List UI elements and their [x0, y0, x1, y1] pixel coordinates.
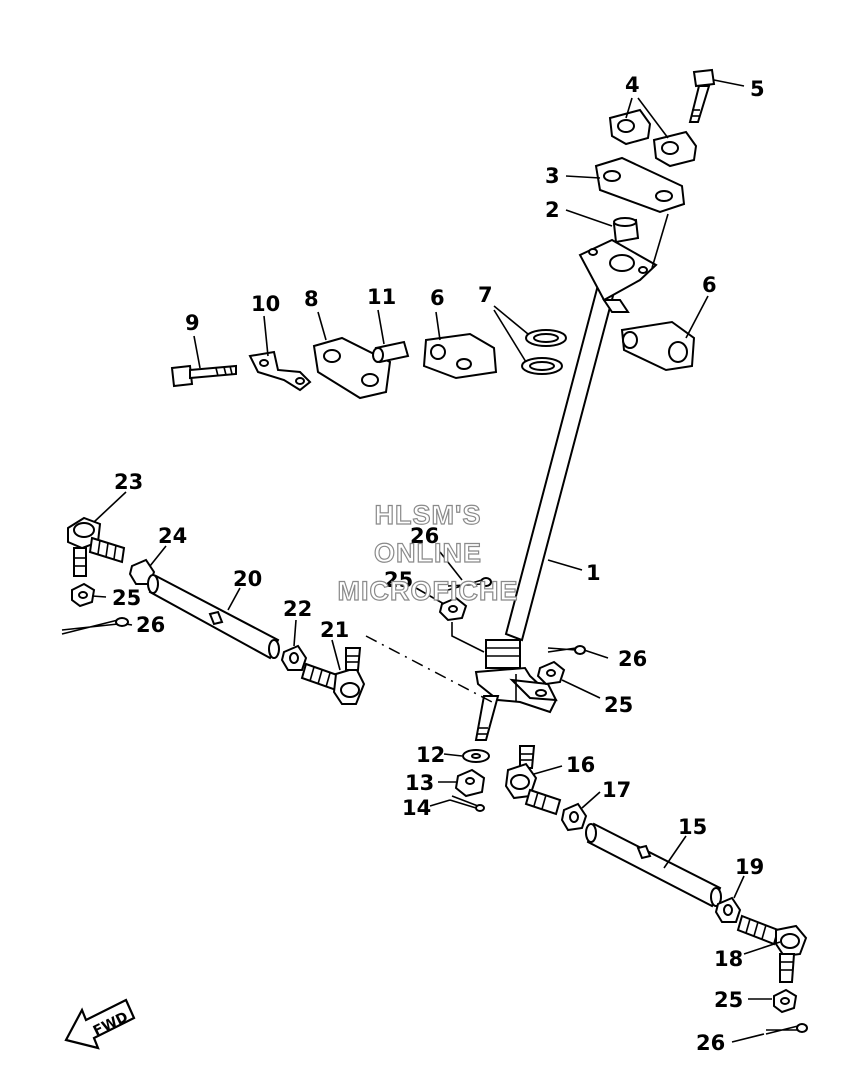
cotter-pin-14 [449, 795, 485, 812]
callout-labels: 1 2 3 4 5 6 6 7 8 9 10 11 12 13 14 15 16… [112, 73, 765, 1055]
callout-15: 15 [678, 815, 707, 839]
callout-11: 11 [367, 285, 396, 309]
washer-12 [462, 749, 490, 763]
callout-26-center: 26 [410, 524, 439, 548]
bushing-6-right [620, 320, 696, 372]
callout-16: 16 [566, 753, 595, 777]
watermark-line-2: ONLINE [374, 538, 482, 568]
damper-2 [612, 217, 640, 244]
callout-5: 5 [750, 77, 765, 101]
nut-25-right [536, 660, 566, 686]
callout-21: 21 [320, 618, 349, 642]
nut-25-center [438, 596, 468, 622]
callout-17: 17 [602, 778, 631, 802]
callout-4: 4 [625, 73, 640, 97]
callout-26-right: 26 [618, 647, 647, 671]
holder-lower-8 [312, 336, 392, 400]
centerline [365, 635, 493, 703]
steering-shaft [474, 238, 658, 741]
nut-25-bottom [773, 988, 798, 1014]
callout-10: 10 [251, 292, 280, 316]
callout-18: 18 [714, 947, 743, 971]
watermark-line-3: MICROFICHE [338, 576, 519, 606]
cotter-pin-26-center [447, 577, 492, 591]
fwd-arrow-icon: FWD [64, 998, 136, 1050]
callout-26-left: 26 [136, 613, 165, 637]
tie-rod-20 [147, 574, 280, 660]
callout-6-right: 6 [702, 273, 717, 297]
nut-22 [280, 644, 308, 671]
callout-12: 12 [416, 743, 445, 767]
callout-24: 24 [158, 524, 187, 548]
leader-25-shaft [451, 622, 485, 653]
callout-25-bottom: 25 [714, 988, 743, 1012]
collar-11 [372, 340, 410, 364]
callout-6-left: 6 [430, 286, 445, 310]
callout-26-bottom: 26 [696, 1031, 725, 1055]
tie-rod-end-21 [300, 647, 366, 705]
watermark-line-1: HLSM'S [375, 500, 482, 530]
callout-14: 14 [402, 796, 431, 820]
cotter-pin-26-bottom [765, 1023, 808, 1035]
watermark: HLSM'S ONLINE MICROFICHE [337, 499, 519, 606]
nut-25-left [71, 582, 96, 608]
bushing-6-left [422, 332, 498, 380]
callout-8: 8 [304, 287, 319, 311]
nut-13 [454, 768, 486, 798]
handlebar-holder-3 [594, 156, 686, 214]
leader-3-shaft [651, 213, 669, 269]
bolt-9 [170, 364, 237, 388]
callout-3: 3 [545, 164, 560, 188]
callout-25-left: 25 [112, 586, 141, 610]
callout-7: 7 [478, 283, 493, 307]
nut-17 [560, 802, 588, 832]
callout-13: 13 [405, 771, 434, 795]
callout-9: 9 [185, 311, 200, 335]
callout-20: 20 [233, 567, 262, 591]
callout-23: 23 [114, 470, 143, 494]
callout-22: 22 [283, 597, 312, 621]
callout-19: 19 [735, 855, 764, 879]
callout-25-center: 25 [384, 568, 413, 592]
callout-25-right: 25 [604, 693, 633, 717]
callout-1: 1 [586, 561, 601, 585]
tie-rod-end-23 [67, 516, 126, 577]
nut-19 [714, 896, 742, 923]
tie-rod-end-16 [504, 745, 562, 816]
holder-upper-4 [608, 108, 698, 168]
circlip-7 [521, 329, 567, 375]
bolt-5 [688, 68, 716, 123]
tie-rod-end-18 [736, 914, 808, 983]
leader-lines [91, 79, 781, 1043]
plate-10 [248, 350, 312, 392]
cotter-pin-26-right [547, 645, 586, 655]
tie-rod-15 [585, 822, 722, 908]
callout-2: 2 [545, 198, 560, 222]
cotter-pin-26-left [61, 617, 129, 635]
